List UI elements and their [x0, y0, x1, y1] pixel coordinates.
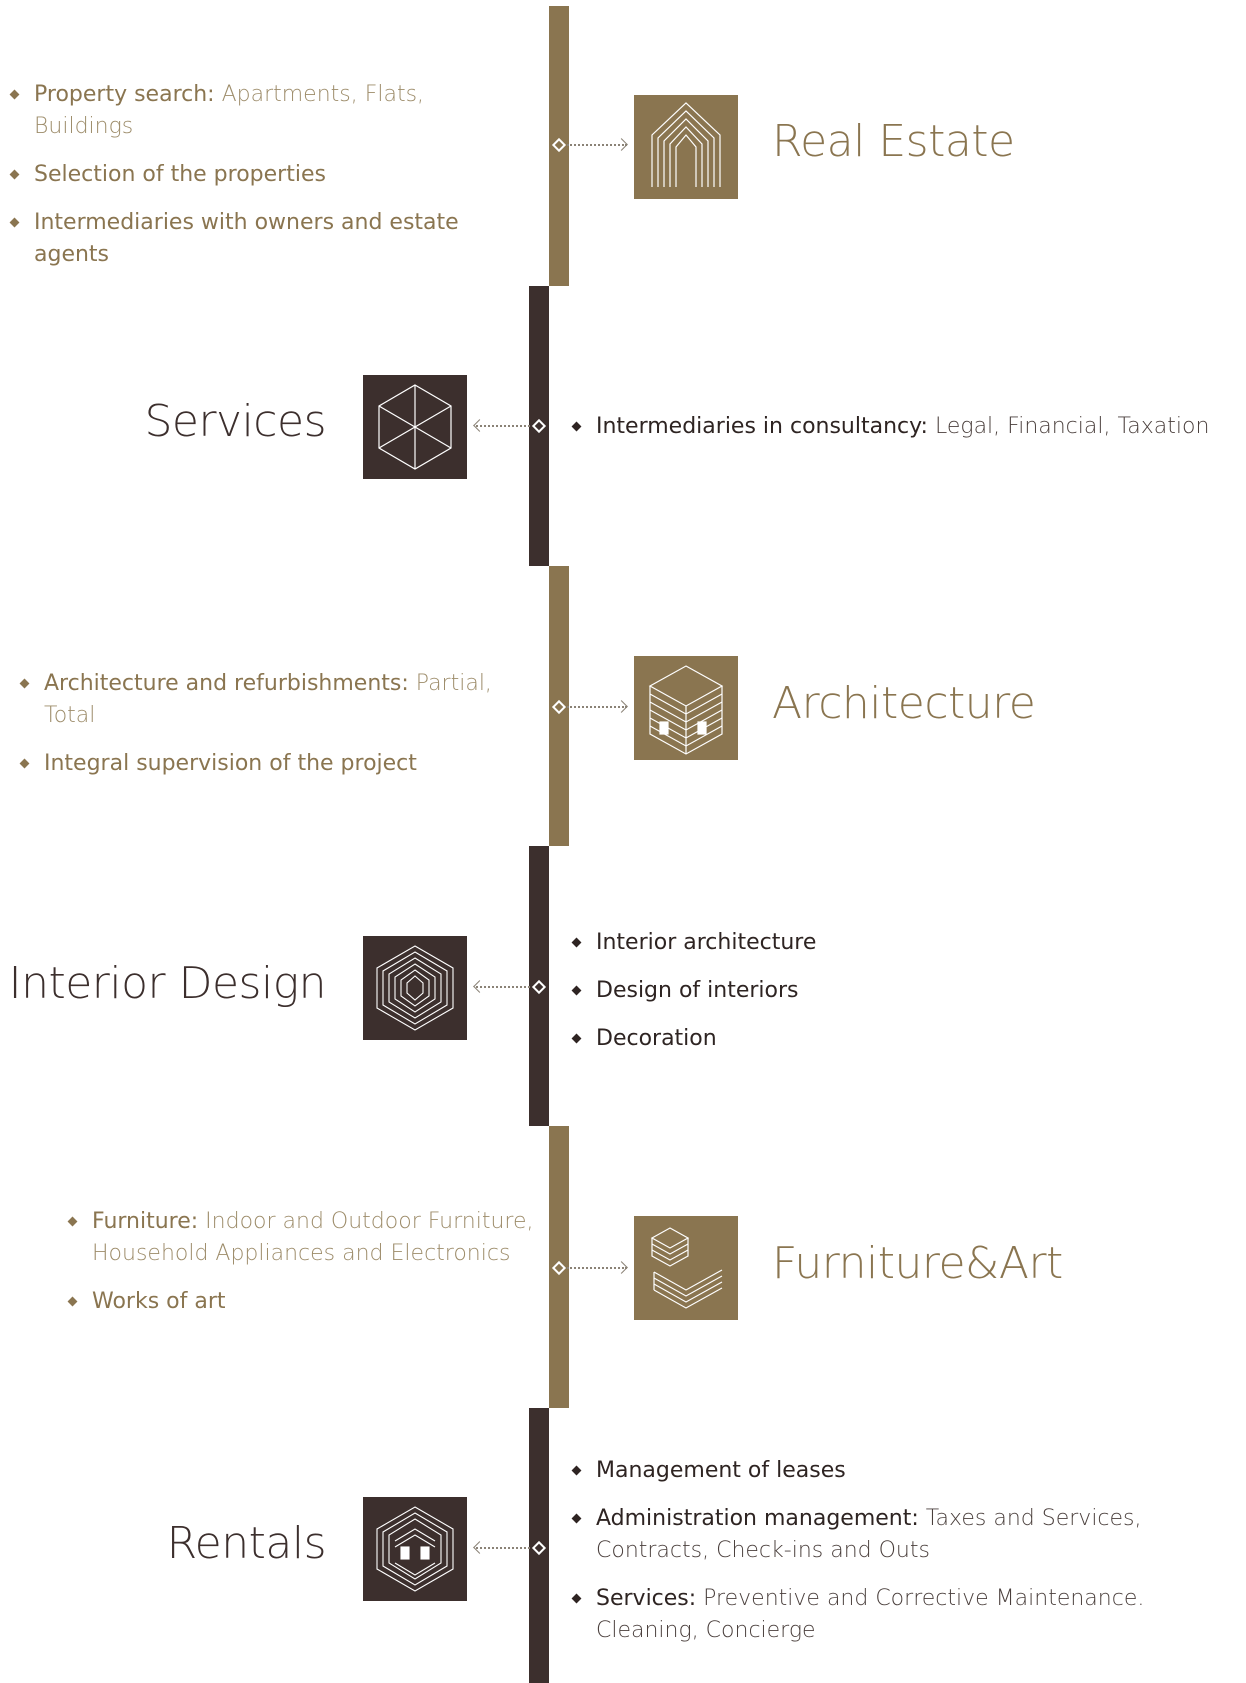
list-item: Decoration: [570, 1023, 1210, 1055]
house-lines-icon: [634, 95, 738, 199]
list-item: Management of leases: [570, 1455, 1235, 1487]
list-item: Architecture and refurbishments: Partial…: [18, 668, 538, 732]
list-item: Furniture: Indoor and Outdoor Furniture,…: [66, 1206, 536, 1270]
section-title-rentals: Rentals: [166, 1518, 327, 1569]
connector-arrow: [567, 1267, 627, 1269]
arrow-head-icon: [615, 1261, 628, 1274]
list-item: Integral supervision of the project: [18, 748, 538, 780]
list-item: Administration management: Taxes and Ser…: [570, 1503, 1235, 1567]
list-item: Interior architecture: [570, 927, 1210, 959]
section-title-architecture: Architecture: [772, 678, 1036, 729]
bullet-list-rentals: Management of leases Administration mana…: [570, 1455, 1235, 1663]
list-item: Design of interiors: [570, 975, 1210, 1007]
timeline-segment-services: [529, 286, 549, 566]
timeline-segment-furniture-art: [549, 1126, 569, 1408]
connector-arrow: [476, 1547, 530, 1549]
list-item: Intermediaries with owners and estate ag…: [8, 207, 528, 271]
arrow-head-icon: [615, 138, 628, 151]
connector-arrow: [567, 706, 627, 708]
timeline-segment-architecture: [549, 566, 569, 846]
section-title-interior-design: Interior Design: [8, 958, 327, 1009]
arrow-head-icon: [615, 700, 628, 713]
list-item: Services: Preventive and Corrective Main…: [570, 1583, 1235, 1647]
section-title-real-estate: Real Estate: [772, 116, 1015, 167]
timeline-segment-rentals: [529, 1408, 549, 1683]
list-item: Property search: Apartments, Flats, Buil…: [8, 79, 528, 143]
section-title-furniture-art: Furniture&Art: [772, 1238, 1063, 1289]
timeline-segment-real-estate: [549, 6, 569, 286]
hexagon-spokes-icon: [363, 375, 467, 479]
connector-arrow: [567, 144, 627, 146]
bullet-list-architecture: Architecture and refurbishments: Partial…: [18, 668, 538, 796]
isometric-building-icon: [634, 656, 738, 760]
arrow-head-icon: [473, 419, 486, 432]
arrow-head-icon: [473, 1541, 486, 1554]
list-item: Intermediaries in consultancy: Legal, Fi…: [570, 411, 1240, 443]
stacked-layers-icon: [634, 1216, 738, 1320]
section-title-services: Services: [144, 396, 326, 447]
nested-hexagons-icon: [363, 936, 467, 1040]
hexagon-keys-icon: [363, 1497, 467, 1601]
arrow-head-icon: [473, 980, 486, 993]
bullet-list-interior-design: Interior architecture Design of interior…: [570, 927, 1210, 1071]
list-item: Selection of the properties: [8, 159, 528, 191]
bullet-list-furniture-art: Furniture: Indoor and Outdoor Furniture,…: [66, 1206, 536, 1334]
timeline-segment-interior-design: [529, 846, 549, 1126]
list-item: Works of art: [66, 1286, 536, 1318]
connector-arrow: [476, 986, 530, 988]
connector-arrow: [476, 425, 530, 427]
bullet-list-real-estate: Property search: Apartments, Flats, Buil…: [8, 79, 528, 287]
bullet-list-services: Intermediaries in consultancy: Legal, Fi…: [570, 411, 1240, 459]
